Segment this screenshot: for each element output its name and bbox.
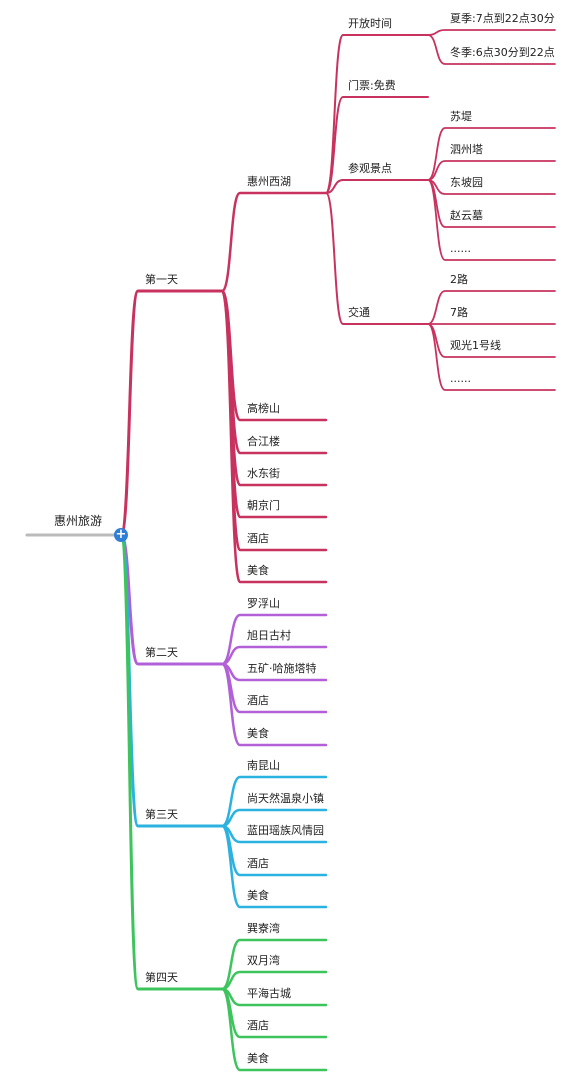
leaf-node-label[interactable]: 东坡园 [450,176,483,189]
subtopic-connector [325,179,429,194]
day-node-label[interactable]: 第四天 [145,971,178,984]
topic-node-label[interactable]: 合江楼 [247,435,280,448]
leaf-connector [427,323,556,391]
topic-node-label[interactable]: 南昆山 [247,759,280,772]
topic-node-label[interactable]: 酒店 [247,694,269,707]
leaf-connector [427,29,556,36]
topic-node-label[interactable]: 旭日古村 [247,629,291,642]
subtopic-node-label[interactable]: 开放时间 [348,17,392,30]
topic-connector [220,289,328,422]
topic-node-label[interactable]: 罗浮山 [247,597,280,610]
topic-connector [220,987,328,1072]
leaf-connector [427,127,556,181]
topic-node-label[interactable]: 水东街 [247,467,280,480]
day-connector [119,289,224,537]
leaf-node-label[interactable]: 泗州塔 [450,143,483,156]
leaf-node-label[interactable]: 冬季:6点30分到22点 [450,46,555,59]
topic-node-label[interactable]: 酒店 [247,532,269,545]
topic-node-label[interactable]: 蓝田瑶族风情园 [247,824,324,837]
leaf-node-label[interactable]: 苏堤 [450,110,472,123]
day-node-label[interactable]: 第三天 [145,808,178,821]
leaf-node-label[interactable]: 赵云墓 [450,209,483,222]
topic-connector [220,289,328,584]
topic-node-label[interactable]: 酒店 [247,857,269,870]
leaf-node-label[interactable]: ...... [450,372,471,385]
leaf-connector [427,34,556,65]
leaf-connector [427,179,556,195]
leaf-connector [427,179,556,228]
expand-plus-icon[interactable]: + [114,527,128,542]
subtopic-node-label[interactable]: 门票:免费 [348,79,396,92]
subtopic-connector [325,96,429,194]
topic-node-label[interactable]: 美食 [247,1052,269,1065]
leaf-connector [427,290,556,325]
topic-node-label[interactable]: 尚天然温泉小镇 [247,792,324,805]
leaf-node-label[interactable]: 2路 [450,273,468,286]
topic-node-label[interactable]: 巽寮湾 [247,922,280,935]
topic-node-label[interactable]: 朝京门 [247,499,280,512]
topic-connector [220,191,328,293]
topic-node-label[interactable]: 双月湾 [247,954,280,967]
subtopic-connector [325,192,429,325]
subtopic-node-label[interactable]: 交通 [348,306,370,319]
topic-connector [220,662,328,747]
day-connector [119,533,224,666]
topic-connector [220,289,328,487]
topic-connector [220,824,328,909]
topic-node-label[interactable]: 美食 [247,889,269,902]
topic-node-label[interactable]: 高榜山 [247,402,280,415]
leaf-node-label[interactable]: 观光1号线 [450,339,501,352]
leaf-node-label[interactable]: 夏季:7点到22点30分 [450,12,555,25]
leaf-connector [427,160,556,181]
topic-node-label[interactable]: 酒店 [247,1019,269,1032]
day-connector [119,533,224,828]
topic-node-label[interactable]: 美食 [247,564,269,577]
day-connector [119,533,224,991]
day-node-label[interactable]: 第二天 [145,646,178,659]
day-node-label[interactable]: 第一天 [145,273,178,286]
topic-node-label[interactable]: 美食 [247,727,269,740]
topic-connector [220,289,328,455]
root-node-label[interactable]: 惠州旅游 [54,514,103,528]
leaf-node-label[interactable]: ...... [450,242,471,255]
topic-node-label[interactable]: 平海古城 [247,987,291,1000]
leaf-connector [427,179,556,261]
topic-node-label[interactable]: 五矿·哈施塔特 [247,662,317,675]
topic-node-label[interactable]: 惠州西湖 [247,175,291,188]
subtopic-node-label[interactable]: 参观景点 [348,162,392,175]
leaf-node-label[interactable]: 7路 [450,306,468,319]
